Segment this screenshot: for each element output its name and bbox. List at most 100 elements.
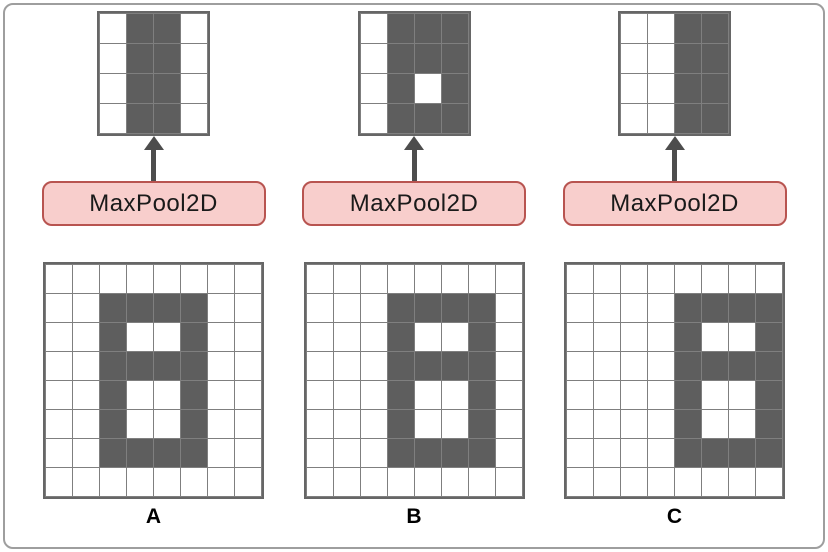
input-cell-light bbox=[567, 439, 593, 467]
input-cell-dark bbox=[414, 439, 441, 467]
input-cell-light bbox=[235, 323, 261, 351]
input-cell-light bbox=[441, 265, 468, 293]
input-cell-light bbox=[675, 265, 701, 293]
input-cell-light bbox=[441, 381, 468, 409]
input-cell-light bbox=[648, 439, 674, 467]
input-cell-light bbox=[468, 468, 495, 496]
input-cell-dark bbox=[756, 352, 782, 380]
input-cell-light bbox=[702, 381, 728, 409]
input-cell-light bbox=[46, 294, 72, 322]
input-cell-light bbox=[46, 468, 72, 496]
output-cell-dark bbox=[154, 74, 180, 103]
input-cell-light bbox=[333, 352, 360, 380]
input-cell-dark bbox=[154, 352, 180, 380]
input-cell-light bbox=[46, 265, 72, 293]
input-cell-dark bbox=[100, 439, 126, 467]
output-cell-dark bbox=[441, 44, 468, 73]
input-cell-dark bbox=[702, 439, 728, 467]
input-cell-light bbox=[73, 265, 99, 293]
input-cell-dark bbox=[468, 352, 495, 380]
input-cell-light bbox=[333, 323, 360, 351]
up-arrow-icon bbox=[404, 136, 424, 181]
input-cell-light bbox=[154, 323, 180, 351]
output-cell-dark bbox=[675, 104, 701, 133]
arrow-head bbox=[143, 136, 164, 150]
input-cell-light bbox=[306, 381, 333, 409]
input-cell-dark bbox=[100, 352, 126, 380]
output-cell-light bbox=[360, 44, 387, 73]
input-cell-dark bbox=[729, 352, 755, 380]
input-cell-dark bbox=[100, 381, 126, 409]
input-cell-dark bbox=[756, 381, 782, 409]
input-cell-dark bbox=[675, 294, 701, 322]
input-cell-dark bbox=[387, 381, 414, 409]
input-cell-light bbox=[208, 381, 234, 409]
input-cell-light bbox=[73, 468, 99, 496]
output-cell-dark bbox=[702, 74, 728, 103]
input-cell-light bbox=[414, 323, 441, 351]
output-cell-light bbox=[100, 44, 126, 73]
input-cell-light bbox=[729, 468, 755, 496]
input-cell-light bbox=[181, 468, 207, 496]
input-cell-dark bbox=[441, 352, 468, 380]
output-cell-dark bbox=[127, 14, 153, 43]
input-grid bbox=[43, 262, 264, 499]
input-cell-light bbox=[360, 352, 387, 380]
output-cell-light bbox=[181, 44, 207, 73]
input-cell-light bbox=[208, 323, 234, 351]
output-cell-dark bbox=[414, 44, 441, 73]
input-cell-light bbox=[73, 352, 99, 380]
input-cell-dark bbox=[468, 323, 495, 351]
input-cell-dark bbox=[675, 410, 701, 438]
output-cell-dark bbox=[441, 74, 468, 103]
arrow-head bbox=[664, 136, 685, 150]
input-cell-light bbox=[702, 410, 728, 438]
input-cell-dark bbox=[756, 323, 782, 351]
input-cell-light bbox=[756, 468, 782, 496]
input-cell-light bbox=[594, 381, 620, 409]
input-cell-light bbox=[621, 468, 647, 496]
input-cell-light bbox=[306, 439, 333, 467]
input-cell-dark bbox=[441, 439, 468, 467]
input-cell-light bbox=[360, 381, 387, 409]
input-cell-dark bbox=[127, 439, 153, 467]
input-cell-light bbox=[208, 410, 234, 438]
output-cell-dark bbox=[387, 104, 414, 133]
input-cell-light bbox=[702, 468, 728, 496]
output-cell-light bbox=[648, 14, 674, 43]
input-cell-light bbox=[73, 323, 99, 351]
input-cell-light bbox=[729, 265, 755, 293]
output-cell-dark bbox=[387, 74, 414, 103]
input-cell-light bbox=[208, 352, 234, 380]
input-cell-light bbox=[333, 439, 360, 467]
input-cell-dark bbox=[181, 294, 207, 322]
input-cell-dark bbox=[468, 381, 495, 409]
arrow-head bbox=[404, 136, 424, 150]
input-cell-dark bbox=[675, 323, 701, 351]
output-cell-light bbox=[414, 74, 441, 103]
input-cell-light bbox=[154, 410, 180, 438]
input-cell-dark bbox=[387, 323, 414, 351]
output-cell-dark bbox=[387, 44, 414, 73]
panel-b: MaxPool2D B bbox=[302, 11, 526, 529]
output-cell-light bbox=[181, 74, 207, 103]
input-cell-light bbox=[73, 381, 99, 409]
input-cell-light bbox=[495, 410, 522, 438]
input-cell-light bbox=[621, 439, 647, 467]
output-cell-dark bbox=[441, 104, 468, 133]
input-cell-light bbox=[702, 265, 728, 293]
output-cell-light bbox=[648, 74, 674, 103]
input-cell-light bbox=[648, 352, 674, 380]
input-cell-light bbox=[495, 381, 522, 409]
output-grid bbox=[618, 11, 731, 136]
input-cell-light bbox=[73, 294, 99, 322]
input-cell-dark bbox=[756, 439, 782, 467]
up-arrow-icon bbox=[143, 136, 164, 181]
output-cell-dark bbox=[127, 44, 153, 73]
input-cell-dark bbox=[181, 381, 207, 409]
input-cell-light bbox=[360, 468, 387, 496]
input-cell-light bbox=[495, 439, 522, 467]
output-cell-dark bbox=[414, 104, 441, 133]
input-cell-dark bbox=[756, 410, 782, 438]
output-cell-light bbox=[648, 104, 674, 133]
